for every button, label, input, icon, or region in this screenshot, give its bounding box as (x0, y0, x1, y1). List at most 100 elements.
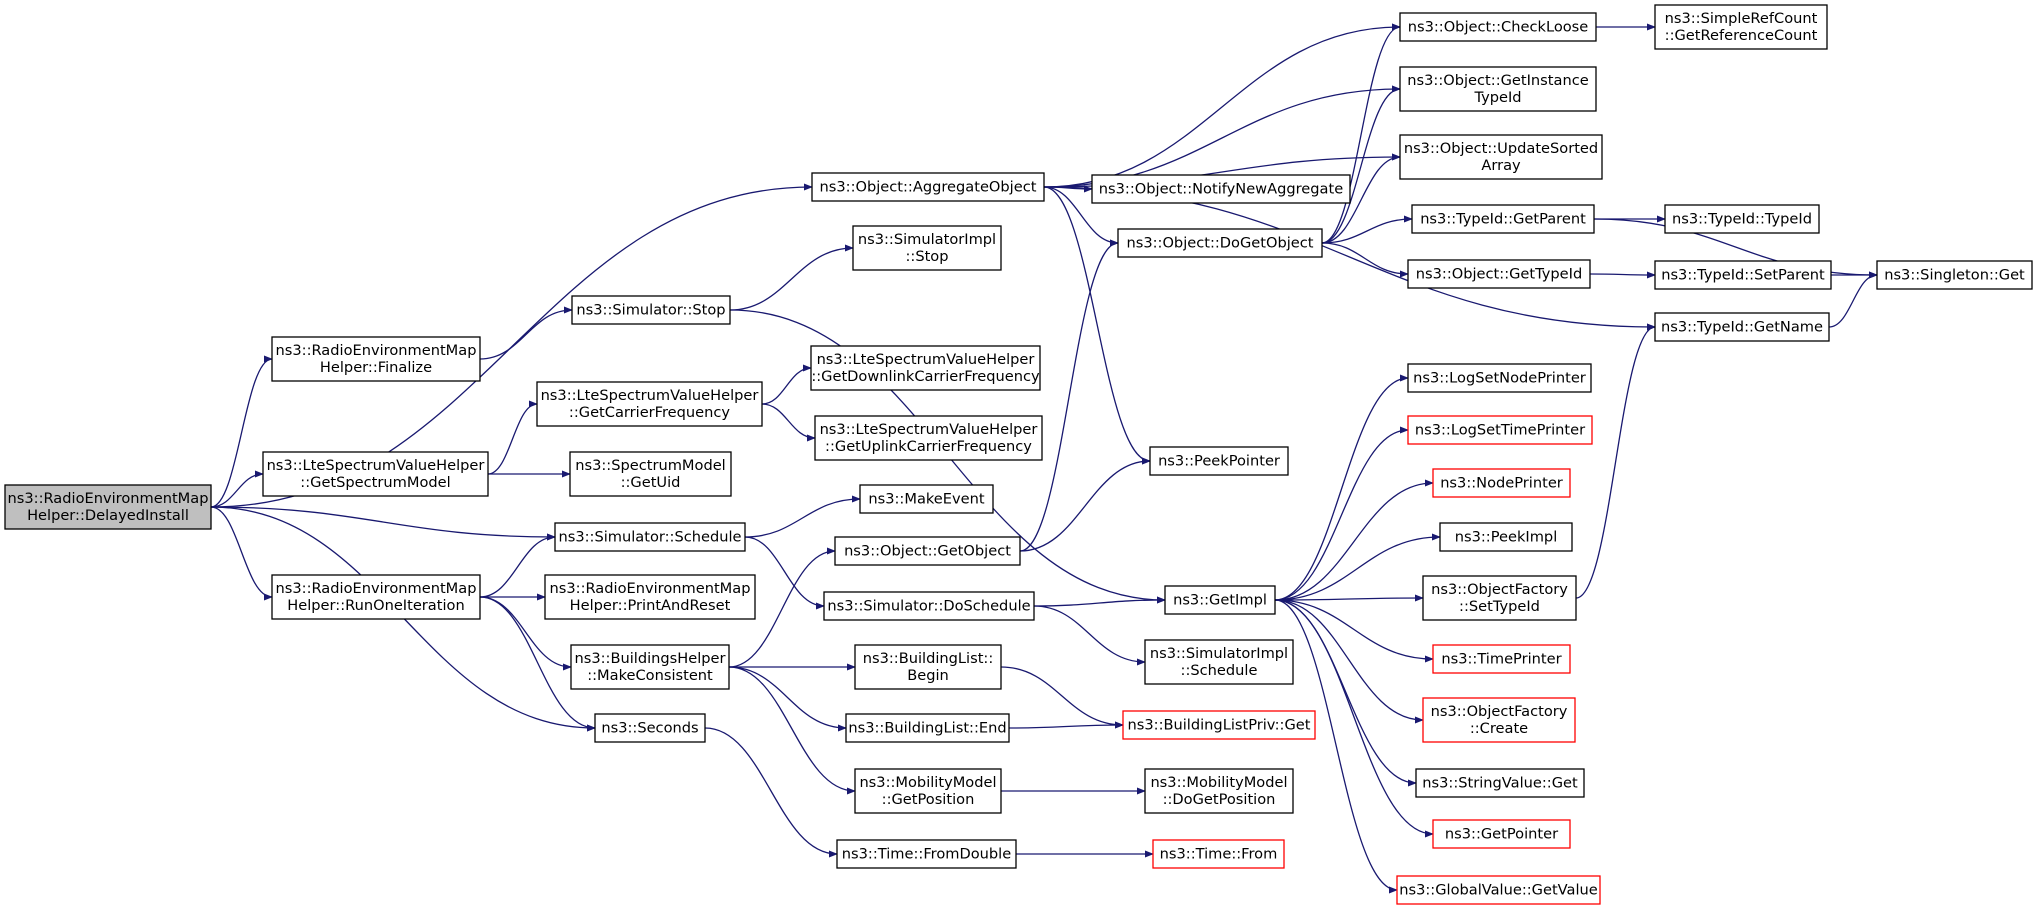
node-timeprinter[interactable]: ns3::TimePrinter (1432, 644, 1571, 674)
node-simimplstop[interactable]: ns3::SimulatorImpl::Stop (852, 225, 1002, 271)
node-fromdouble[interactable]: ns3::Time::FromDouble (836, 839, 1017, 869)
edge-dogetobject-to-typeidgetparent (1321, 215, 1413, 244)
node-label: ns3::LteSpectrumValueHelper (817, 351, 1035, 368)
node-label: ns3::Object::NotifyNewAggregate (1099, 181, 1343, 198)
node-box (1144, 768, 1294, 814)
node-box (1654, 260, 1832, 290)
node-label: ns3::Seconds (601, 720, 698, 737)
node-makeevent[interactable]: ns3::MakeEvent (859, 484, 994, 514)
node-box (1144, 639, 1294, 685)
node-box (1407, 259, 1591, 289)
node-label: ns3::TypeId::TypeId (1672, 211, 1812, 228)
node-typeidtypeid[interactable]: ns3::TypeId::TypeId (1664, 204, 1820, 234)
edge-makeconsistent-to-buildingend (728, 666, 847, 732)
node-settypeid[interactable]: ns3::ObjectFactory::SetTypeId (1422, 575, 1577, 621)
node-stringvalueget[interactable]: ns3::StringValue::Get (1415, 768, 1585, 798)
node-runone[interactable]: ns3::RadioEnvironmentMapHelper::RunOneIt… (271, 574, 481, 620)
node-getuplink[interactable]: ns3::LteSpectrumValueHelper::GetUplinkCa… (814, 415, 1043, 461)
node-singletonget[interactable]: ns3::Singleton::Get (1876, 260, 2033, 290)
node-label: ns3::Time::From (1160, 846, 1278, 863)
node-getposition[interactable]: ns3::MobilityModel::GetPosition (854, 768, 1002, 814)
node-label: ns3::RadioEnvironmentMap (8, 490, 209, 507)
node-box (854, 644, 1002, 690)
node-nodeprinter[interactable]: ns3::NodePrinter (1432, 468, 1571, 498)
node-label: ns3::Object::GetObject (844, 543, 1011, 560)
node-objgettypeid[interactable]: ns3::Object::GetTypeId (1407, 259, 1591, 289)
node-factorycreate[interactable]: ns3::ObjectFactory::Create (1422, 697, 1576, 743)
node-getimpl[interactable]: ns3::GetImpl (1164, 585, 1276, 615)
edge-getname-to-singletonget (1828, 271, 1878, 328)
node-label: ns3::SimpleRefCount (1665, 10, 1818, 27)
node-getobject[interactable]: ns3::Object::GetObject (834, 536, 1021, 566)
node-schedule[interactable]: ns3::Simulator::Schedule (554, 522, 746, 552)
node-label: ns3::StringValue::Get (1422, 775, 1578, 792)
node-box (1149, 446, 1289, 476)
edge-getspectrum-to-getcarrier (487, 400, 538, 475)
node-label: ns3::TimePrinter (1441, 651, 1561, 668)
edge-objgettypeid-to-setparent (1589, 271, 1656, 279)
edge-seconds-to-fromdouble (704, 727, 838, 858)
node-timefrom[interactable]: ns3::Time::From (1152, 839, 1285, 869)
node-box (859, 484, 994, 514)
node-simstop[interactable]: ns3::Simulator::Stop (571, 295, 731, 325)
node-getuid[interactable]: ns3::SpectrumModel::GetUid (569, 451, 732, 497)
node-getname[interactable]: ns3::TypeId::GetName (1654, 312, 1830, 342)
node-getrefcount[interactable]: ns3::SimpleRefCount::GetReferenceCount (1654, 4, 1828, 50)
node-getspectrum[interactable]: ns3::LteSpectrumValueHelper::GetSpectrum… (262, 451, 489, 497)
node-label: ::GetUid (621, 474, 681, 491)
node-dogetobject[interactable]: ns3::Object::DoGetObject (1117, 228, 1323, 258)
edge-finalize-to-simstop (479, 306, 573, 360)
node-buildingprivget[interactable]: ns3::BuildingListPriv::Get (1122, 710, 1316, 740)
node-notifynew[interactable]: ns3::Object::NotifyNewAggregate (1091, 174, 1351, 204)
node-simimplschedule[interactable]: ns3::SimulatorImpl::Schedule (1144, 639, 1294, 685)
node-getdownlink[interactable]: ns3::LteSpectrumValueHelper::GetDownlink… (810, 345, 1041, 391)
node-label: ns3::Object::AggregateObject (820, 179, 1037, 196)
node-aggregate[interactable]: ns3::Object::AggregateObject (811, 172, 1045, 202)
node-box (594, 713, 706, 743)
node-label: TypeId (1473, 89, 1521, 106)
node-logsettime[interactable]: ns3::LogSetTimePrinter (1407, 415, 1593, 445)
node-box (554, 522, 746, 552)
node-buildingbegin[interactable]: ns3::BuildingList::Begin (854, 644, 1002, 690)
node-setparent[interactable]: ns3::TypeId::SetParent (1654, 260, 1832, 290)
node-makeconsistent[interactable]: ns3::BuildingsHelper::MakeConsistent (570, 644, 730, 690)
node-label: ::GetDownlinkCarrierFrequency (811, 368, 1040, 385)
node-getcarrier[interactable]: ns3::LteSpectrumValueHelper::GetCarrierF… (536, 381, 763, 427)
edge-buildingbegin-to-buildingprivget (1000, 666, 1124, 729)
node-label: ns3::SpectrumModel (575, 457, 726, 474)
node-box (271, 574, 481, 620)
node-typeidgetparent[interactable]: ns3::TypeId::GetParent (1411, 204, 1595, 234)
node-label: ns3::TypeId::GetName (1661, 319, 1823, 336)
node-box (1091, 174, 1351, 204)
node-label: ::GetUplinkCarrierFrequency (825, 438, 1032, 455)
node-doschedule[interactable]: ns3::Simulator::DoSchedule (823, 591, 1035, 621)
node-label: ::DoGetPosition (1163, 791, 1276, 808)
node-peekpointer[interactable]: ns3::PeekPointer (1149, 446, 1289, 476)
node-label: ns3::BuildingListPriv::Get (1128, 717, 1311, 734)
edge-settypeid-to-getname (1575, 323, 1656, 599)
node-label: ns3::GetPointer (1445, 826, 1558, 843)
edge-simstop-to-simimplstop (729, 244, 854, 311)
node-buildingend[interactable]: ns3::BuildingList::End (845, 713, 1010, 743)
node-box (544, 574, 756, 620)
node-getpointer[interactable]: ns3::GetPointer (1432, 819, 1571, 849)
node-peekimpl[interactable]: ns3::PeekImpl (1439, 522, 1573, 552)
node-label: ns3::PeekImpl (1455, 529, 1558, 546)
node-label: ::GetSpectrumModel (300, 474, 450, 491)
edge-dogetobject-to-checkloose (1321, 23, 1401, 244)
node-label: ::GetPosition (882, 791, 975, 808)
node-printreset[interactable]: ns3::RadioEnvironmentMapHelper::PrintAnd… (544, 574, 756, 620)
node-seconds[interactable]: ns3::Seconds (594, 713, 706, 743)
node-dogetposition[interactable]: ns3::MobilityModel::DoGetPosition (1144, 768, 1294, 814)
node-root[interactable]: ns3::RadioEnvironmentMapHelper::DelayedI… (4, 484, 212, 530)
edge-doschedule-to-getimpl (1033, 596, 1166, 607)
node-label: ns3::TypeId::GetParent (1420, 211, 1586, 228)
node-box (823, 591, 1035, 621)
node-logsetnode[interactable]: ns3::LogSetNodePrinter (1407, 363, 1592, 393)
node-globalvalueget[interactable]: ns3::GlobalValue::GetValue (1396, 875, 1601, 905)
node-checkloose[interactable]: ns3::Object::CheckLoose (1399, 12, 1597, 42)
edge-makeconsistent-to-getobject (728, 547, 836, 668)
